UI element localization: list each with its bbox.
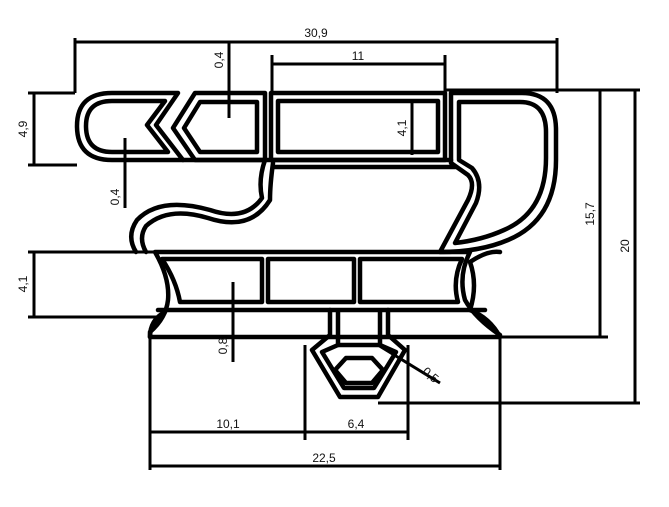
label-base-wall-thickness: 0,8 [216,337,230,354]
gasket-profile [74,90,559,400]
base-right-lobe [467,249,503,340]
top-left-loop-inner [83,98,171,155]
dim-fin-leader-line [377,343,441,385]
label-profile-height: 15,7 [583,202,597,226]
extension-lines [28,38,640,470]
base-chamber-middle [265,256,357,305]
central-chamber-inner [275,98,441,155]
base-strip-outer [147,249,503,340]
arrow-pocket-inner [181,99,260,155]
label-overall-width: 30,9 [304,26,328,40]
label-total-height: 20 [618,239,632,253]
label-chamber-width: 11 [352,49,365,63]
label-dart-width: 6,4 [348,417,365,431]
label-top-wall-thickness: 0,4 [212,51,226,68]
label-inner-wall-thickness: 0,4 [108,188,122,205]
label-chamber-height: 4,1 [395,119,409,136]
label-left-offset: 10,1 [216,417,240,431]
middle-body-inner [139,160,276,255]
base-chamber-left [159,256,265,305]
base-chamber-right [357,256,465,305]
right-bulb-inner [452,99,549,246]
label-lower-section-height: 4,1 [16,275,30,292]
dimension-labels: 30,9 11 0,4 4,1 4,9 0,4 15,7 20 4,1 0,8 … [16,26,632,465]
top-left-loop-outer [74,90,186,163]
base-left-lobe [147,309,168,340]
dart-inner-hex [332,355,386,386]
right-bulb-outer [437,90,559,255]
label-top-section-height: 4,9 [16,120,30,137]
dart-stem-outer [309,307,408,400]
dimension-lines [32,40,637,468]
middle-body-outer [129,157,268,255]
label-base-width: 22,5 [312,451,336,465]
